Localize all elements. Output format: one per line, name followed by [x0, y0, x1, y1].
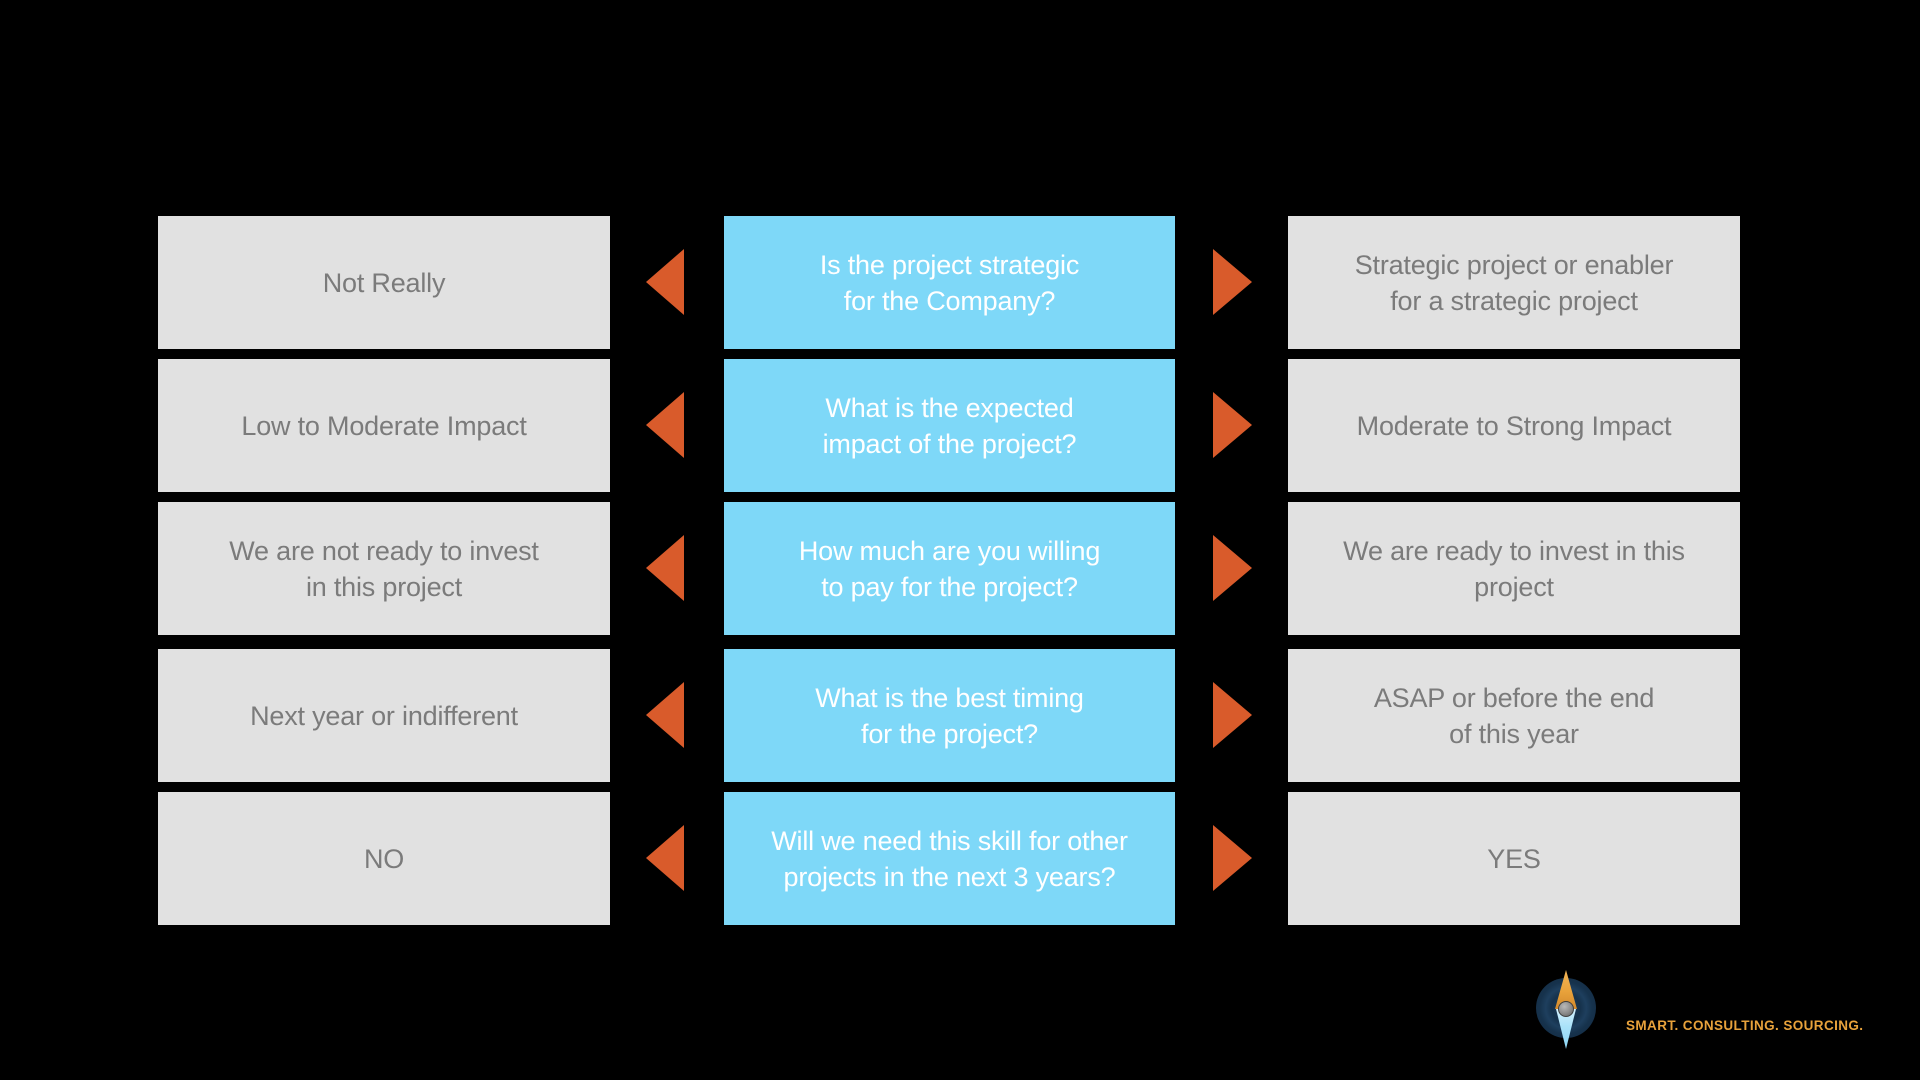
arrow-left-icon	[646, 535, 684, 601]
answer-box-negative: Low to Moderate Impact	[158, 359, 610, 492]
answer-box-negative: We are not ready to invest in this proje…	[158, 502, 610, 635]
answer-box-positive: ASAP or before the end of this year	[1288, 649, 1740, 782]
answer-box-negative: NO	[158, 792, 610, 925]
arrow-left-icon	[646, 392, 684, 458]
arrow-left-icon	[646, 682, 684, 748]
arrow-right-icon	[1213, 535, 1252, 601]
decision-row: Not Really Is the project strategic for …	[0, 216, 1920, 349]
arrow-right-icon	[1213, 825, 1252, 891]
arrow-right-icon	[1213, 249, 1252, 315]
answer-box-negative: Not Really	[158, 216, 610, 349]
decision-row: Next year or indifferent What is the bes…	[0, 649, 1920, 782]
decision-row: NO Will we need this skill for other pro…	[0, 792, 1920, 925]
question-box: Will we need this skill for other projec…	[724, 792, 1175, 925]
compass-knob	[1558, 1001, 1574, 1017]
answer-box-positive: YES	[1288, 792, 1740, 925]
answer-box-negative: Next year or indifferent	[158, 649, 610, 782]
brand-tagline: SMART. CONSULTING. SOURCING.	[1626, 1018, 1864, 1033]
arrow-left-icon	[646, 249, 684, 315]
question-box: What is the expected impact of the proje…	[724, 359, 1175, 492]
question-box: What is the best timing for the project?	[724, 649, 1175, 782]
question-box: How much are you willing to pay for the …	[724, 502, 1175, 635]
question-box: Is the project strategic for the Company…	[724, 216, 1175, 349]
arrow-right-icon	[1213, 392, 1252, 458]
decision-row: Low to Moderate Impact What is the expec…	[0, 359, 1920, 492]
answer-box-positive: Strategic project or enabler for a strat…	[1288, 216, 1740, 349]
answer-box-positive: We are ready to invest in this project	[1288, 502, 1740, 635]
answer-box-positive: Moderate to Strong Impact	[1288, 359, 1740, 492]
arrow-left-icon	[646, 825, 684, 891]
compass-icon	[1536, 969, 1596, 1051]
decision-row: We are not ready to invest in this proje…	[0, 502, 1920, 635]
arrow-right-icon	[1213, 682, 1252, 748]
